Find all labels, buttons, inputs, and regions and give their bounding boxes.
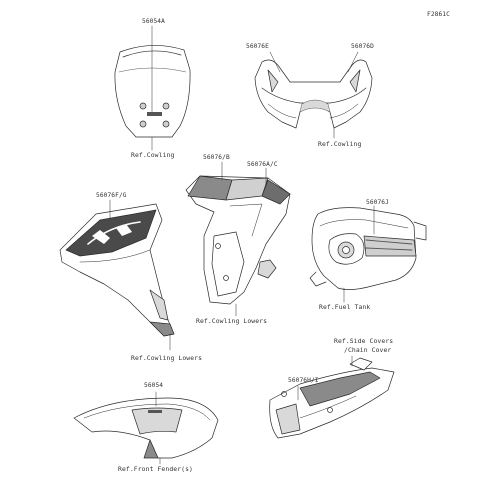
side-cover-drawing <box>269 355 395 439</box>
part-number-side-cover: 56076H/I <box>288 377 319 384</box>
windshield-drawing <box>114 25 191 151</box>
reference-cowling-lower-right: Ref.Cowling Lowers <box>196 317 268 325</box>
upper-cowl-drawing <box>254 51 373 139</box>
part-number-upper-cowl-2: 56076D <box>351 43 374 50</box>
cowling-lower-right-drawing <box>185 161 291 317</box>
part-number-cowling-lower-right-2: 56076A/C <box>247 161 278 168</box>
part-number-fuel-tank: 56076J <box>366 199 389 206</box>
reference-side-cover-line-1: Ref.Side Covers <box>334 337 394 345</box>
part-number-front-fender: 56054 <box>144 382 164 389</box>
cowling-lower-left-drawing <box>59 199 175 351</box>
part-number-upper-cowl-1: 56076E <box>246 43 269 50</box>
reference-upper-cowl: Ref.Cowling <box>318 140 362 148</box>
fuel-tank-drawing <box>309 205 427 303</box>
part-number-cowling-lower-left: 56076F/G <box>96 192 127 199</box>
reference-side-cover-line-2: /Chain Cover <box>344 346 392 354</box>
reference-front-fender: Ref.Front Fender(s) <box>118 465 194 473</box>
part-number-cowling-lower-right-1: 56076/B <box>203 154 230 161</box>
part-number-windshield: 56054A <box>142 18 165 25</box>
front-fender-drawing <box>73 391 219 465</box>
reference-windshield: Ref.Cowling <box>131 151 175 159</box>
figure-code: F2861C <box>427 11 450 18</box>
reference-fuel-tank: Ref.Fuel Tank <box>319 303 371 311</box>
reference-cowling-lower-left: Ref.Cowling Lowers <box>131 354 203 362</box>
